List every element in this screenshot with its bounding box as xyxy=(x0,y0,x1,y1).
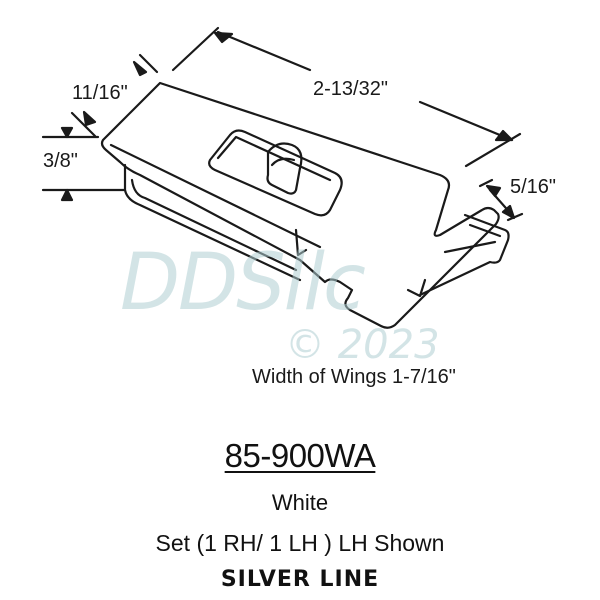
watermark-logo: DDSllc xyxy=(120,238,366,328)
dimension-length: 2-13/32" xyxy=(313,78,388,100)
dimension-wings-width: Width of Wings 1-7/16" xyxy=(252,366,456,388)
slot xyxy=(208,129,343,217)
wing xyxy=(418,213,510,297)
brand-name: SILVER LINE xyxy=(220,567,380,592)
top-plate xyxy=(100,81,500,329)
set-description: Set (1 RH/ 1 LH ) LH Shown xyxy=(155,530,445,556)
dimension-width-top: 11/16" xyxy=(72,82,128,104)
watermark-copyright: © 2023 xyxy=(285,322,440,368)
tab xyxy=(266,142,303,195)
product-color: White xyxy=(271,490,329,515)
dimension-wing-offset: 5/16" xyxy=(510,176,557,198)
part-number: 85-900WA xyxy=(224,437,376,474)
dimension-height: 3/8" xyxy=(43,150,78,172)
